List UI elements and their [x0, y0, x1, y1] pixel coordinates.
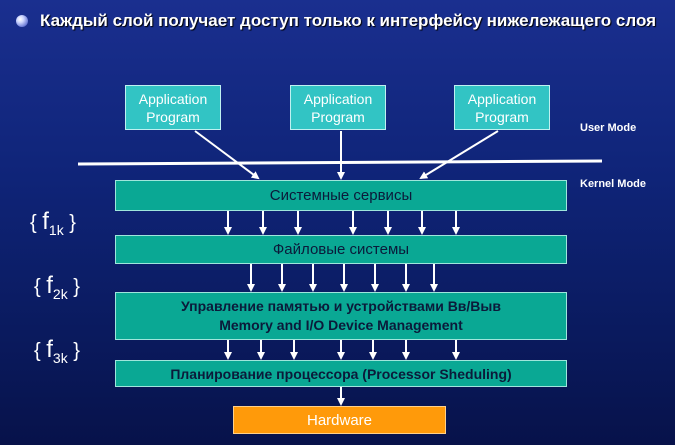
arrow-app3-to-services: [419, 130, 499, 180]
arrows-memory-to-scheduling: [224, 340, 460, 360]
function-symbol: f: [42, 208, 49, 235]
application-program-box-2: Application Program: [290, 85, 386, 130]
function-symbol: f: [46, 272, 53, 299]
layer-file-systems: Файловые системы: [115, 235, 567, 264]
brace-close: }: [73, 276, 80, 298]
bullet-icon: [16, 15, 28, 27]
slide-title: Каждый слой получает доступ только к инт…: [40, 11, 657, 30]
function-f2k: { f2k }: [34, 272, 80, 302]
application-program-box-1: Application Program: [125, 85, 221, 130]
brace-open: {: [34, 340, 41, 362]
layer-scheduling: Планирование процессора (Processor Shedu…: [115, 360, 567, 387]
arrows-services-to-files: [224, 211, 460, 235]
brace-close: }: [69, 212, 76, 234]
function-f1k: { f1k }: [30, 208, 76, 238]
layer-file-systems-label: Файловые системы: [272, 241, 410, 258]
layer-memory-io-label-ru: Управление памятью и устройствами Вв/Выв: [181, 298, 501, 314]
layer-memory-io: Управление памятью и устройствами Вв/Выв…: [115, 292, 567, 340]
brace-close: }: [73, 340, 80, 362]
layer-hardware-label: Hardware: [306, 411, 373, 429]
application-program-box-3: Application Program: [454, 85, 550, 130]
brace-open: {: [30, 212, 37, 234]
arrow-app1-to-services: [194, 130, 260, 180]
kernel-mode-label: Kernel Mode: [580, 178, 647, 190]
layer-system-services-label: Системные сервисы: [269, 187, 413, 204]
user-mode-label: User Mode: [580, 122, 637, 134]
brace-open: {: [34, 276, 41, 298]
layer-scheduling-label: Планирование процессора (Processor Shedu…: [170, 365, 512, 382]
function-subscript: 3k: [52, 350, 68, 366]
layer-hardware: Hardware: [233, 406, 446, 434]
function-symbol: f: [46, 336, 53, 363]
function-subscript: 1k: [48, 222, 64, 238]
layer-system-services: Системные сервисы: [115, 180, 567, 211]
function-subscript: 2k: [52, 286, 68, 302]
function-f3k: { f3k }: [34, 336, 80, 366]
layer-memory-io-label-en: Memory and I/O Device Management: [219, 317, 463, 333]
arrows-files-to-memory: [247, 264, 438, 292]
